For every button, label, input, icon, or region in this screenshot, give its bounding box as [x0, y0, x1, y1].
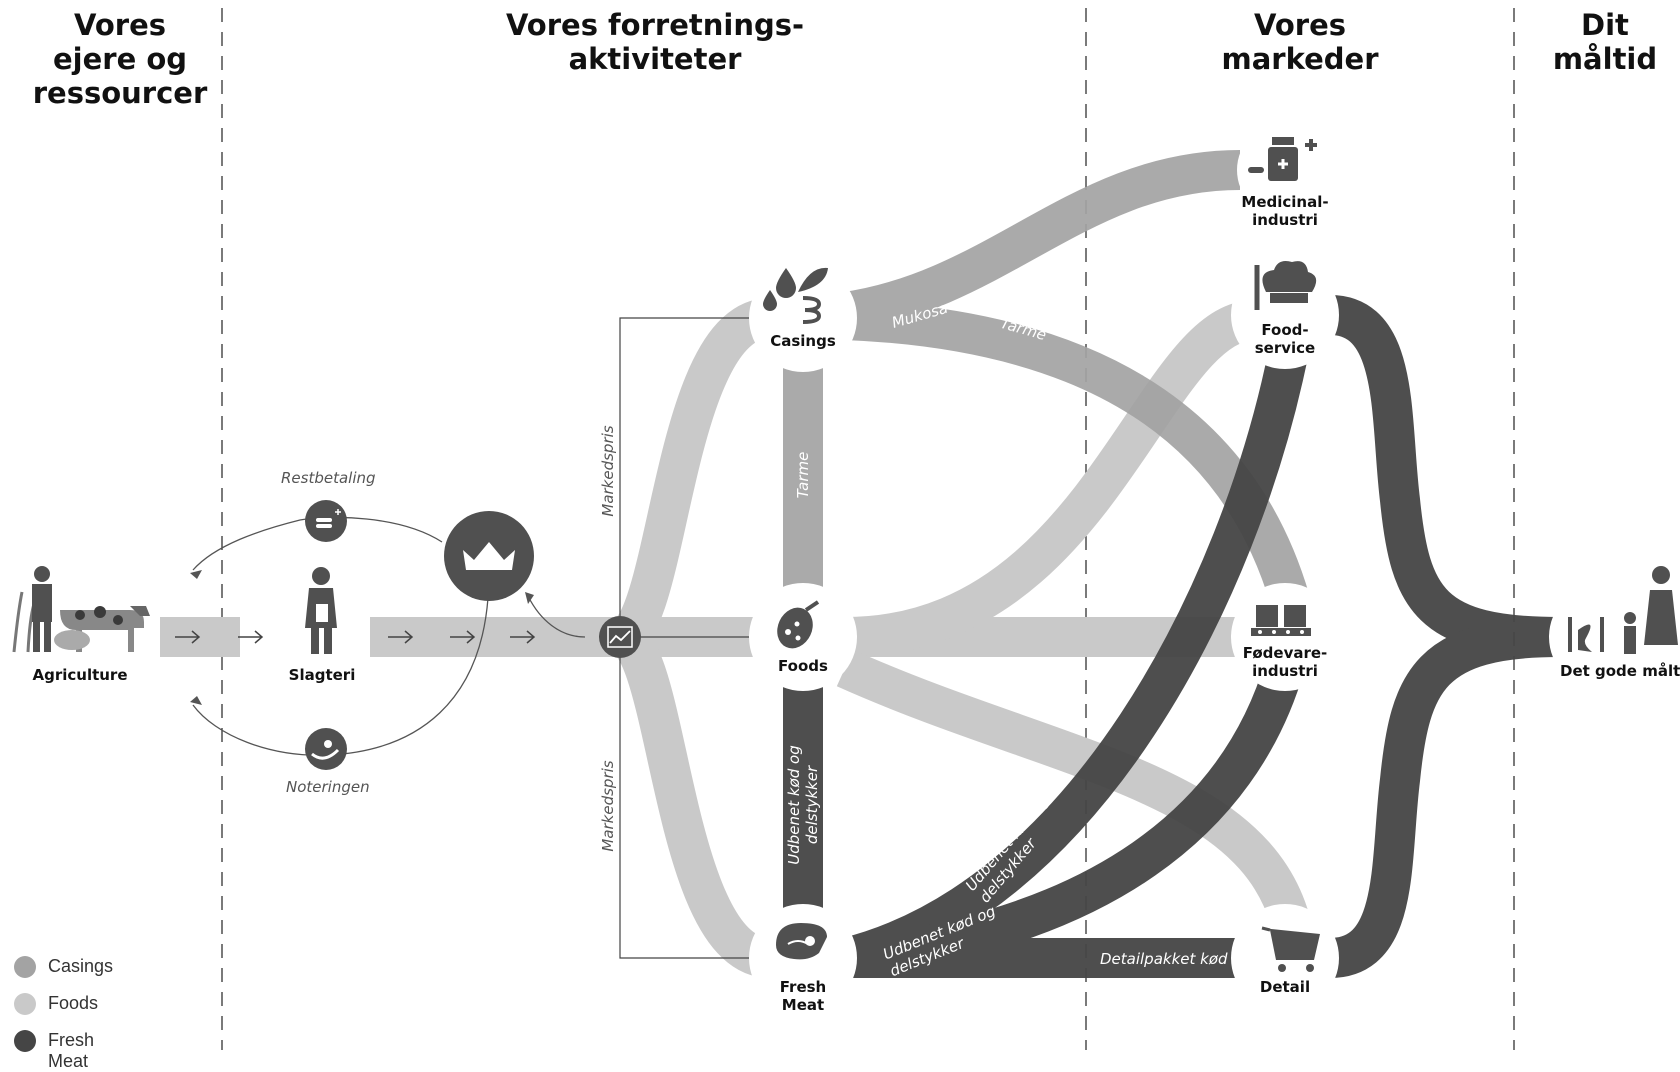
flow-foods-retail	[836, 649, 1310, 927]
node-foodservice: Food- service	[1254, 321, 1316, 357]
crown-icon	[444, 511, 534, 601]
arrowheads	[190, 570, 534, 705]
boxes-icon	[1251, 605, 1311, 636]
node-meal: Det gode måltid	[1560, 662, 1680, 680]
legend-label-foods: Foods	[48, 993, 99, 1013]
flow-label-udbenet-vert: Udbenet kød og delstykker	[785, 745, 821, 865]
casings-flows	[783, 150, 1310, 606]
flow-foods-foodservice	[844, 300, 1257, 657]
coins-icon	[305, 500, 347, 542]
chart-icon	[599, 616, 641, 658]
heading-markets: Vores markeder	[1221, 8, 1379, 76]
heading-owners: Vores ejere og ressourcer	[32, 8, 208, 110]
node-casings: Casings	[770, 332, 836, 350]
chef-icon	[1254, 261, 1317, 310]
flow-casings-medical	[842, 150, 1241, 332]
flow-to-casings	[612, 298, 773, 657]
node-foods: Foods	[778, 657, 828, 675]
node-slaughter: Slagteri	[288, 666, 356, 684]
family-meal-icon	[1568, 566, 1678, 654]
cart-icon	[1261, 926, 1320, 972]
legend-label-casings: Casings	[48, 956, 114, 976]
medicine-icon	[1248, 137, 1317, 181]
sausage-icon	[777, 600, 820, 649]
annotation-restbetaling: Restbetaling	[281, 469, 376, 487]
node-medical-industry: Medicinal- industri	[1241, 193, 1329, 229]
node-retail: Detail	[1259, 978, 1311, 996]
annotation-markedspris-top: Markedspris	[599, 425, 617, 517]
flow-label-tarme-vert: Tarme	[794, 451, 812, 499]
legend-swatch-casings	[14, 956, 36, 978]
flow-retail-meal	[1328, 617, 1561, 978]
flow-canvas	[12, 8, 1678, 1050]
annotation-noteringen: Noteringen	[286, 778, 370, 796]
legend-label-fresh-meat: Fresh Meat	[48, 1030, 95, 1071]
annotation-markedspris-bottom: Markedspris	[599, 760, 617, 852]
node-fresh-meat: Fresh Meat	[779, 978, 827, 1014]
node-agriculture: Agriculture	[32, 666, 128, 684]
flow-freshmeat-foodservice	[840, 341, 1310, 978]
flow-to-freshmeat	[612, 617, 773, 978]
value-chain-diagram: Vores ejere og ressourcer Vores forretni…	[12, 8, 1680, 1071]
node-food-industry: Fødevare- industri	[1242, 644, 1328, 680]
flow-arrows	[175, 630, 536, 644]
flow-casings-foodindustry	[844, 300, 1310, 606]
freshmeat-flows	[783, 295, 1561, 978]
heading-business: Vores forretnings- aktiviteter	[505, 8, 805, 76]
flow-label-detailpakket: Detailpakket kød	[1100, 950, 1228, 968]
farmer-cow-pig-icon	[12, 566, 150, 653]
butcher-icon	[305, 567, 337, 654]
legend-swatch-fresh-meat	[14, 1030, 36, 1052]
flow-foodservice-meal	[1328, 295, 1561, 657]
legend-swatch-foods	[14, 993, 36, 1015]
hand-coin-icon	[305, 728, 347, 770]
meat-icon	[776, 923, 827, 960]
heading-meal: Dit måltid	[1552, 8, 1658, 76]
drops-intestine-icon	[763, 267, 828, 324]
